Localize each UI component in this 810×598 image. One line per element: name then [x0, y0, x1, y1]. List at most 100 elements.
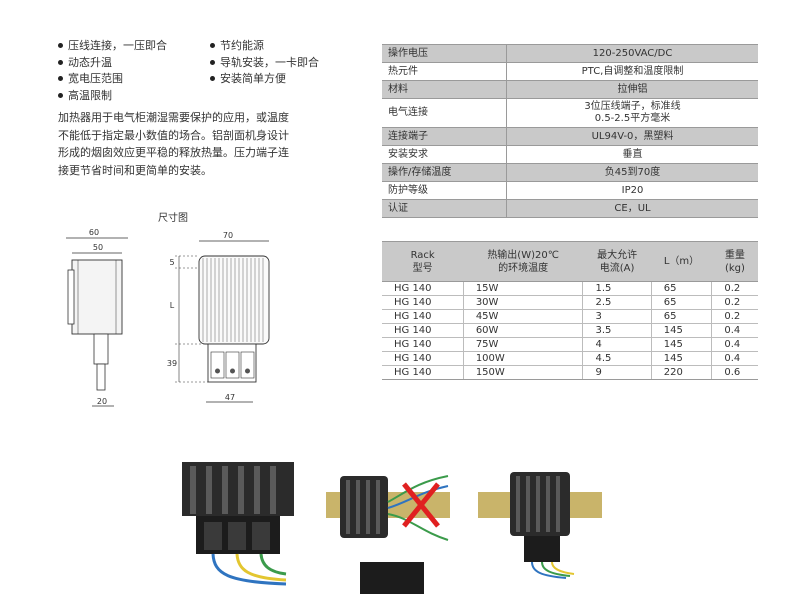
wire-yellow: [235, 553, 287, 582]
bullet-icon: [210, 76, 215, 81]
dim-label-60: 60: [89, 228, 99, 237]
feature-column-left: 压线连接，一压即合 动态升温 宽电压范围 高温限制: [58, 38, 167, 104]
terminal-slot: [252, 522, 270, 550]
spec-key: 操作电压: [382, 44, 507, 63]
terminal-block: [524, 536, 560, 562]
dim-label-70: 70: [223, 231, 233, 240]
wire-green: [541, 561, 571, 577]
spec-row: 操作/存储温度负45到70度: [382, 163, 758, 182]
bullet-icon: [210, 59, 215, 65]
spec-key: 认证: [382, 199, 507, 218]
terminal-slot: [210, 351, 225, 379]
spec-value: PTC,自调整和温度限制: [506, 62, 758, 81]
description-line: 加热器用于电气柜潮湿需要保护的应用，或温度: [58, 111, 289, 124]
dim-label-5: 5: [169, 258, 174, 267]
side-view-body: [71, 259, 123, 335]
description: 加热器用于电气柜潮湿需要保护的应用，或温度 不能低于指定最小数值的场合。铝剖面机…: [58, 109, 318, 179]
wire-green: [259, 553, 287, 576]
description-line: 不能低于指定最小数值的场合。铝剖面机身设计: [58, 128, 289, 142]
product-photo-correct-mounting: [478, 472, 602, 579]
spec-key: 安装安求: [382, 145, 507, 164]
cross-icon: [402, 482, 440, 528]
heater-fin: [356, 480, 360, 534]
wire-blue: [531, 561, 567, 579]
side-view-terminal: [93, 333, 109, 365]
spec-key: 材料: [382, 80, 507, 99]
dimension-drawing: 60 50 20 70 5 L 39 47: [66, 228, 270, 407]
feature-item: 宽电压范围: [58, 71, 167, 88]
side-view-rail-clip: [67, 269, 75, 325]
heater-fin: [536, 476, 540, 532]
spec-value: UL94V-0，黑塑料: [506, 127, 758, 146]
product-photo-wrong-mounting: [326, 475, 450, 594]
spec-row: 安装安求垂直: [382, 145, 758, 164]
feature-item: 高温限制: [58, 88, 167, 105]
heater-bottom-block: [360, 562, 424, 594]
dim-label-39: 39: [167, 359, 177, 368]
dim-label-20: 20: [97, 397, 107, 406]
spec-value: 拉伸铝: [506, 80, 758, 99]
heater-fin: [222, 466, 228, 514]
terminal-screw-icon: [215, 368, 220, 374]
spec-key: 操作/存储温度: [382, 163, 507, 182]
product-photo-terminal: [182, 462, 294, 586]
heater-fin: [254, 466, 260, 514]
feature-item: 动态升温: [58, 55, 167, 72]
bullet-icon: [58, 92, 63, 98]
spec-value: IP20: [506, 181, 758, 200]
column-header-weight: 重量(kg): [711, 241, 758, 282]
heater-fin: [526, 476, 530, 532]
heater-fin: [556, 476, 560, 532]
spec-value: CE，UL: [506, 199, 758, 218]
wire-green: [387, 513, 449, 541]
heater-fin: [376, 480, 380, 534]
description-line: 接更节省时间和更简单的安装。: [58, 163, 212, 177]
dimension-drawing-title: 尺寸图: [158, 213, 188, 224]
bullet-icon: [58, 43, 63, 48]
wire-green: [387, 475, 449, 503]
spec-value: 120-250VAC/DC: [506, 44, 758, 63]
spec-row: 材料拉伸铝: [382, 80, 758, 99]
feature-item: 安装简单方便: [210, 71, 319, 88]
feature-item: 节约能源: [210, 38, 319, 55]
column-header-length: L（m）: [651, 241, 712, 282]
wire-blue: [211, 553, 287, 586]
terminal-slot: [204, 522, 222, 550]
spec-key: 连接端子: [382, 127, 507, 146]
dim-label-47: 47: [225, 393, 235, 402]
spec-key: 热元件: [382, 62, 507, 81]
wire-yellow: [551, 561, 575, 575]
feature-column-right: 节约能源 导轨安装，一卡即合 安装简单方便: [210, 38, 319, 88]
bullet-icon: [58, 76, 63, 81]
spec-key: 电气连接: [382, 98, 507, 128]
description-line: 形成的烟囱效应更平稳的释放热量。压力端子连: [58, 146, 289, 159]
terminal-screw-icon: [245, 368, 250, 374]
heater-fin: [346, 480, 350, 534]
column-header-current: 最大允许电流(A): [582, 241, 652, 282]
heater-fin: [190, 466, 196, 514]
spec-value: 负45到70度: [506, 163, 758, 182]
dim-label-L: L: [170, 301, 175, 310]
heater-fin: [516, 476, 520, 532]
heater-fin: [206, 466, 212, 514]
terminal-slot: [225, 351, 240, 379]
front-view-body: [198, 255, 270, 345]
terminal-screw-icon: [230, 368, 235, 374]
heater-fin: [270, 466, 276, 514]
